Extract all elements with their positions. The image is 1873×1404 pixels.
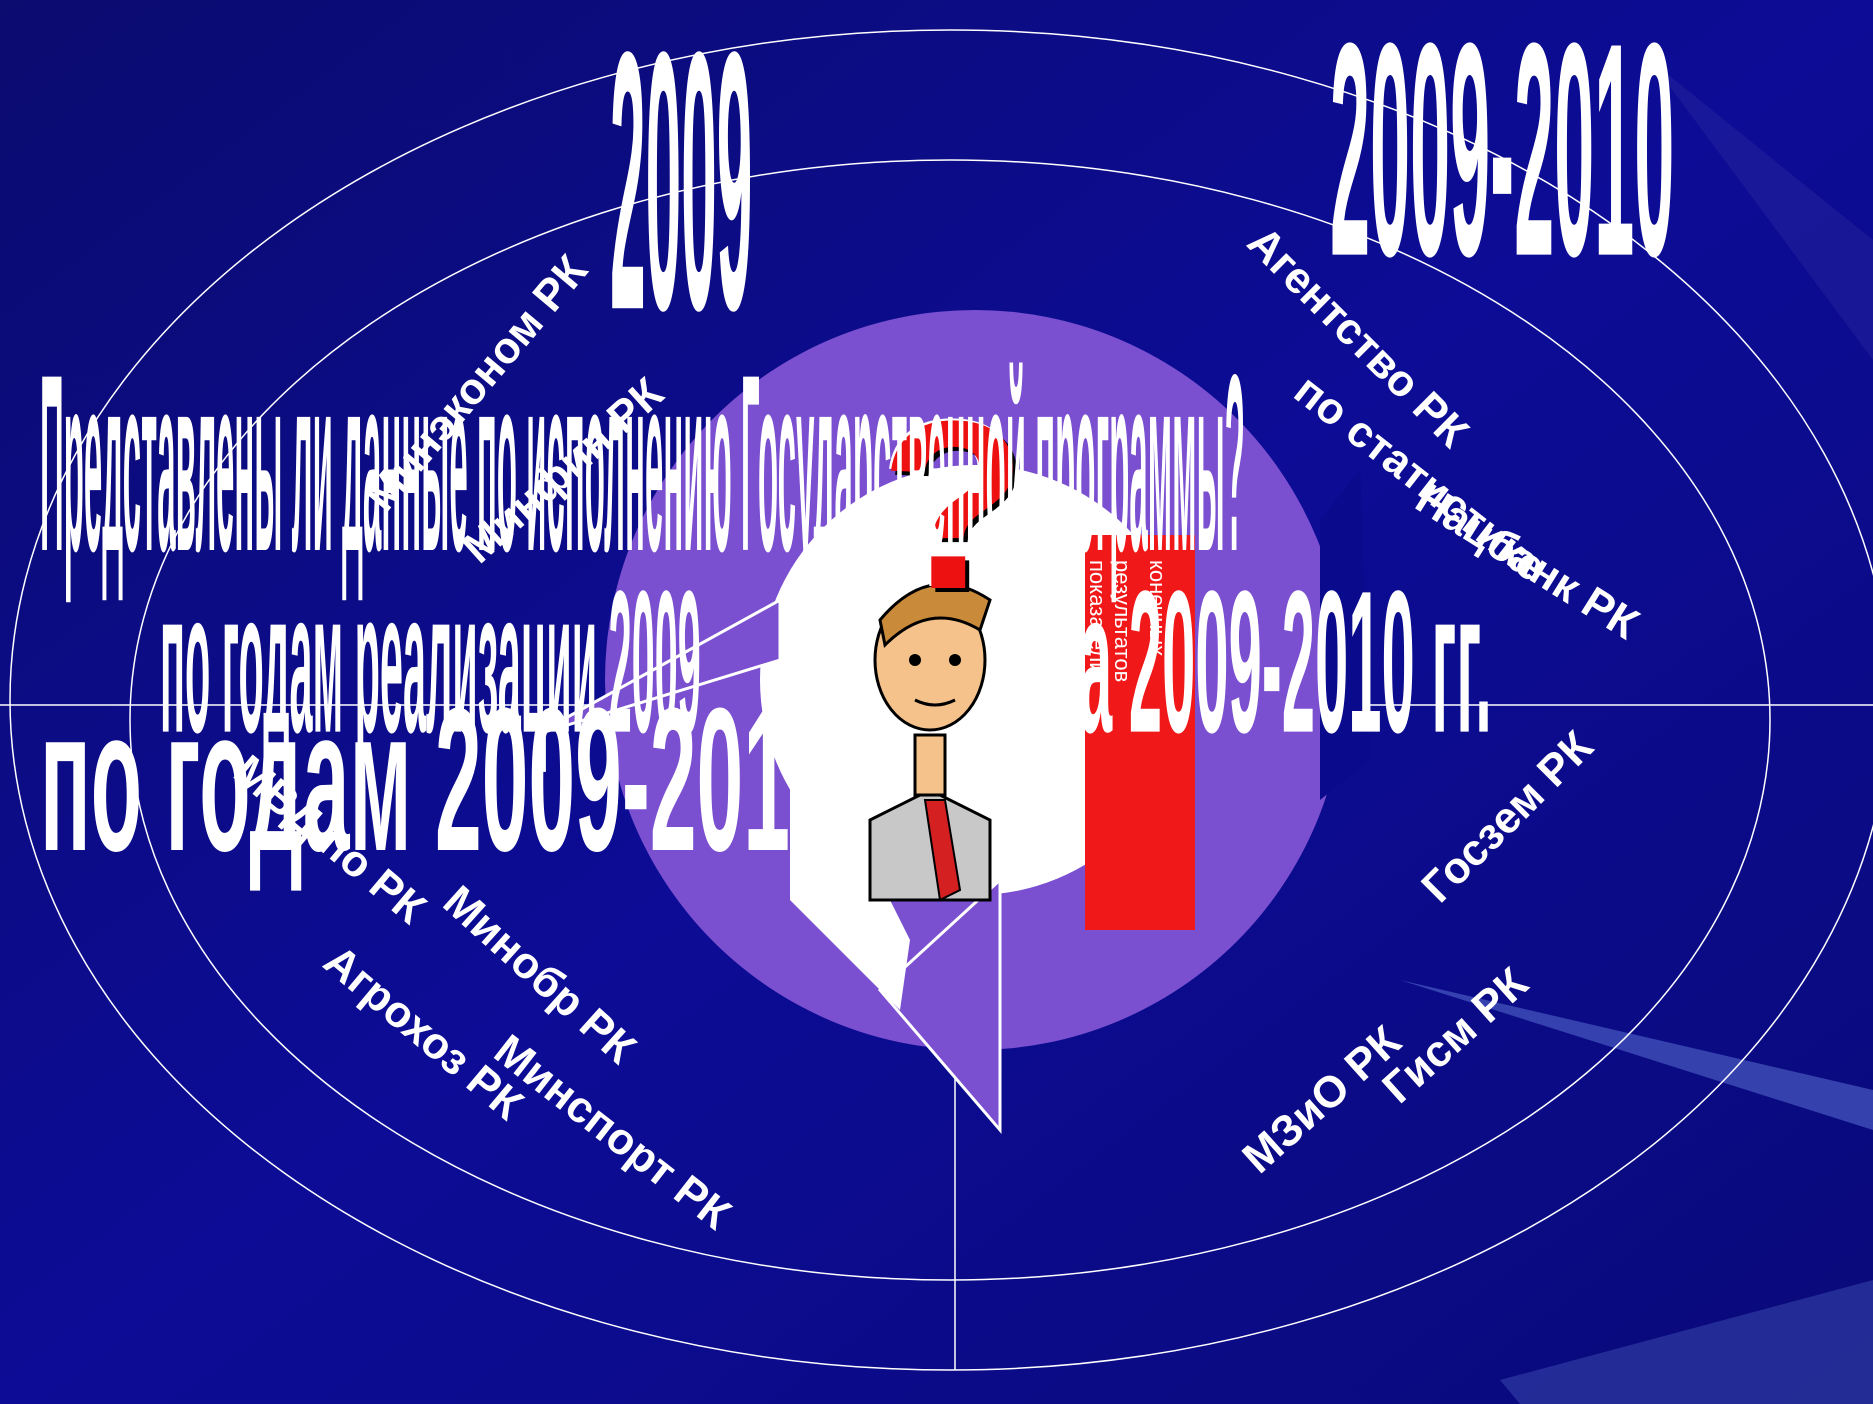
vertical-label-1: результатов — [1110, 560, 1135, 683]
vertical-label-2: конечных — [1145, 560, 1170, 657]
question-mark: ? — [880, 371, 1027, 639]
outer-ellipse — [9, 29, 1873, 1371]
man-illustration — [868, 582, 1000, 902]
vertical-label-3: показатели — [1085, 560, 1110, 675]
inner-ellipse — [129, 159, 1771, 1281]
red-label-box — [1085, 535, 1195, 930]
